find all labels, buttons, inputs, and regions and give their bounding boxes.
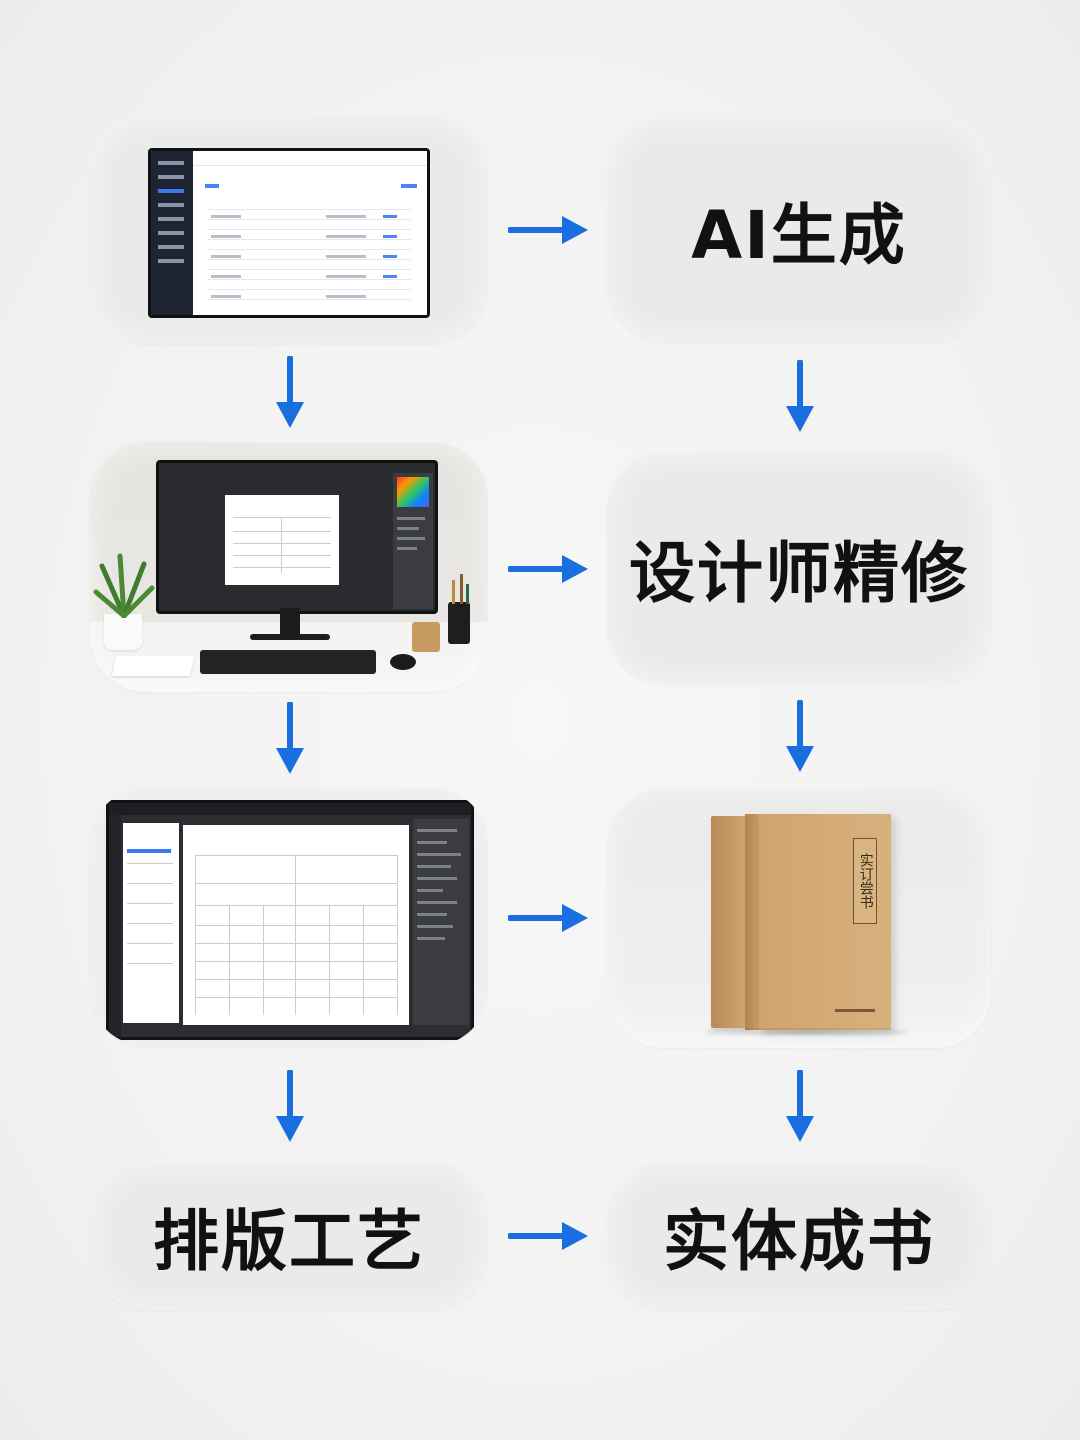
plant bbox=[104, 614, 142, 650]
book-title-label: 实订尝书 bbox=[853, 838, 877, 924]
step-designer-refine: 设计师精修 bbox=[607, 452, 991, 684]
arrow-down-icon bbox=[786, 1070, 814, 1142]
book-front: 实订尝书 bbox=[759, 814, 891, 1030]
arrow-right-icon bbox=[508, 1222, 588, 1250]
arrow-right-icon bbox=[508, 904, 588, 932]
web-app-screen bbox=[148, 148, 430, 318]
book-title: 实订尝书 bbox=[857, 853, 874, 909]
card-designer-desk-photo bbox=[90, 442, 488, 692]
arrow-right-icon bbox=[508, 216, 588, 244]
layout-editor-screen bbox=[106, 800, 474, 1040]
arrow-down-icon bbox=[786, 360, 814, 432]
arrow-down-icon bbox=[276, 702, 304, 774]
app-sidebar bbox=[151, 151, 193, 315]
arrow-right-icon bbox=[508, 555, 588, 583]
arrow-down-icon bbox=[276, 1070, 304, 1142]
step-physical-book: 实体成书 bbox=[607, 1162, 991, 1310]
step-ai-generate: AI生成 bbox=[607, 118, 991, 342]
arrow-down-icon bbox=[276, 356, 304, 428]
card-layout-editor-screenshot bbox=[90, 788, 488, 1046]
card-printed-books-photo: 实订尝书 bbox=[607, 788, 991, 1048]
monitor bbox=[156, 460, 438, 614]
arrow-down-icon bbox=[786, 700, 814, 772]
card-web-app-screenshot bbox=[90, 116, 488, 344]
book-back bbox=[711, 816, 751, 1028]
mouse bbox=[390, 654, 416, 670]
step-layout-craft: 排版工艺 bbox=[90, 1162, 488, 1310]
keyboard bbox=[200, 650, 376, 674]
